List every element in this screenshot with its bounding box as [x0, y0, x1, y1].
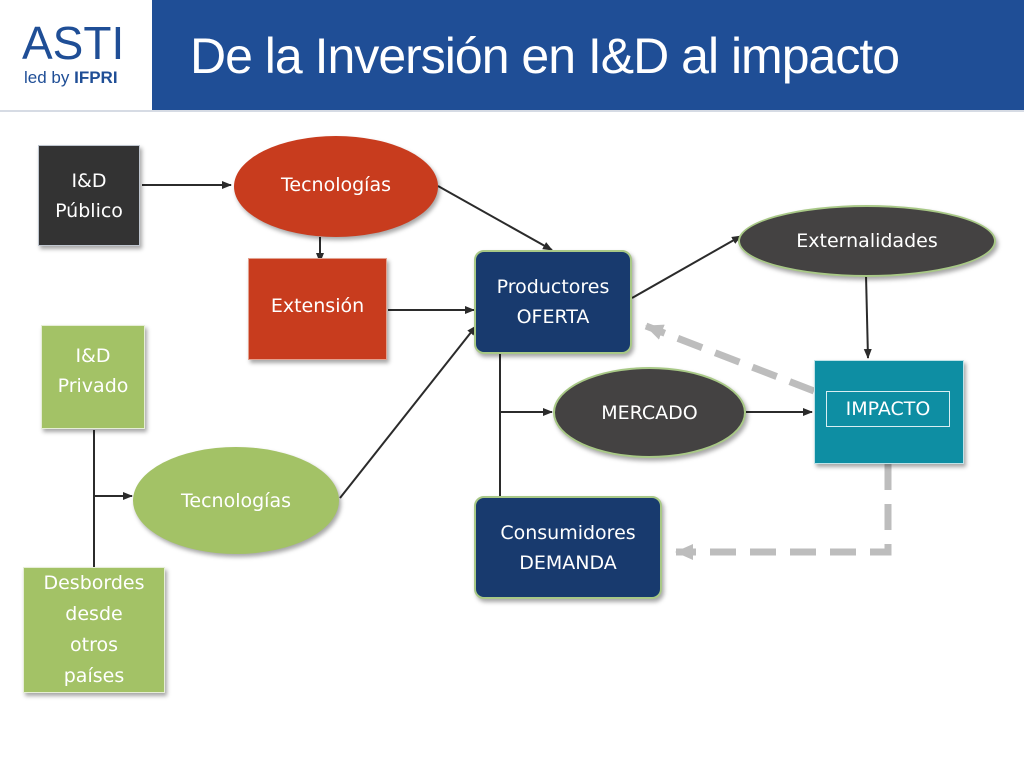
id-privado-line1: I&D — [75, 345, 111, 367]
desbordes-line3: otros — [70, 634, 118, 656]
title-bar: De la Inversión en I&D al impacto — [152, 0, 1024, 110]
id-privado-line2: Privado — [57, 375, 129, 397]
desbordes-box: Desbordes desde otros países — [23, 567, 165, 693]
extension-label: Extensión — [270, 295, 365, 317]
desbordes-line4: países — [63, 665, 125, 687]
consumidores-line2: DEMANDA — [519, 551, 617, 574]
tecnologias-privado-label: Tecnologías — [181, 489, 291, 512]
id-privado-box: I&D Privado — [41, 325, 145, 429]
logo-subtitle: led by IFPRI — [24, 68, 118, 88]
header: ASTI led by IFPRI De la Inversión en I&D… — [0, 0, 1024, 112]
productores-line1: Productores — [496, 276, 610, 298]
id-publico-line1: I&D — [71, 169, 107, 192]
mercado-ellipse: MERCADO — [553, 367, 746, 458]
logo-ifpri: IFPRI — [74, 68, 118, 87]
externalidades-label: Externalidades — [796, 230, 938, 252]
productores-box: Productores OFERTA — [474, 250, 632, 354]
id-publico-line2: Público — [55, 199, 123, 222]
desbordes-line1: Desbordes — [43, 572, 145, 594]
impacto-label: IMPACTO — [826, 391, 950, 427]
arrow-productores-to-externalidades — [631, 235, 742, 299]
desbordes-line2: desde — [65, 603, 123, 625]
arrow-tecnologias-to-productores — [437, 185, 553, 251]
extension-box: Extensión — [248, 258, 387, 360]
tecnologias-privado-ellipse: Tecnologías — [133, 447, 339, 554]
impacto-box — [814, 360, 964, 464]
externalidades-ellipse: Externalidades — [738, 205, 996, 277]
logo-main-text: ASTI — [22, 17, 125, 69]
productores-line2: OFERTA — [516, 306, 590, 328]
id-publico-box: I&D Público — [38, 145, 140, 246]
asti-logo: ASTI led by IFPRI — [0, 0, 152, 110]
tecnologias-publico-label: Tecnologías — [281, 173, 391, 196]
consumidores-box: Consumidores DEMANDA — [474, 496, 662, 599]
arrow-tecnologias2-to-productores — [339, 325, 477, 499]
logo-led-by: led by — [24, 68, 75, 87]
arrow-externalidades-to-impacto — [863, 274, 872, 359]
tecnologias-publico-ellipse: Tecnologías — [234, 136, 438, 237]
mercado-label: MERCADO — [601, 401, 698, 424]
consumidores-line1: Consumidores — [500, 521, 636, 544]
dashed-impacto-to-consumidores — [675, 464, 892, 560]
header-divider — [0, 110, 1024, 112]
page-title: De la Inversión en I&D al impacto — [190, 28, 900, 84]
dashed-impacto-to-productores — [644, 322, 816, 395]
